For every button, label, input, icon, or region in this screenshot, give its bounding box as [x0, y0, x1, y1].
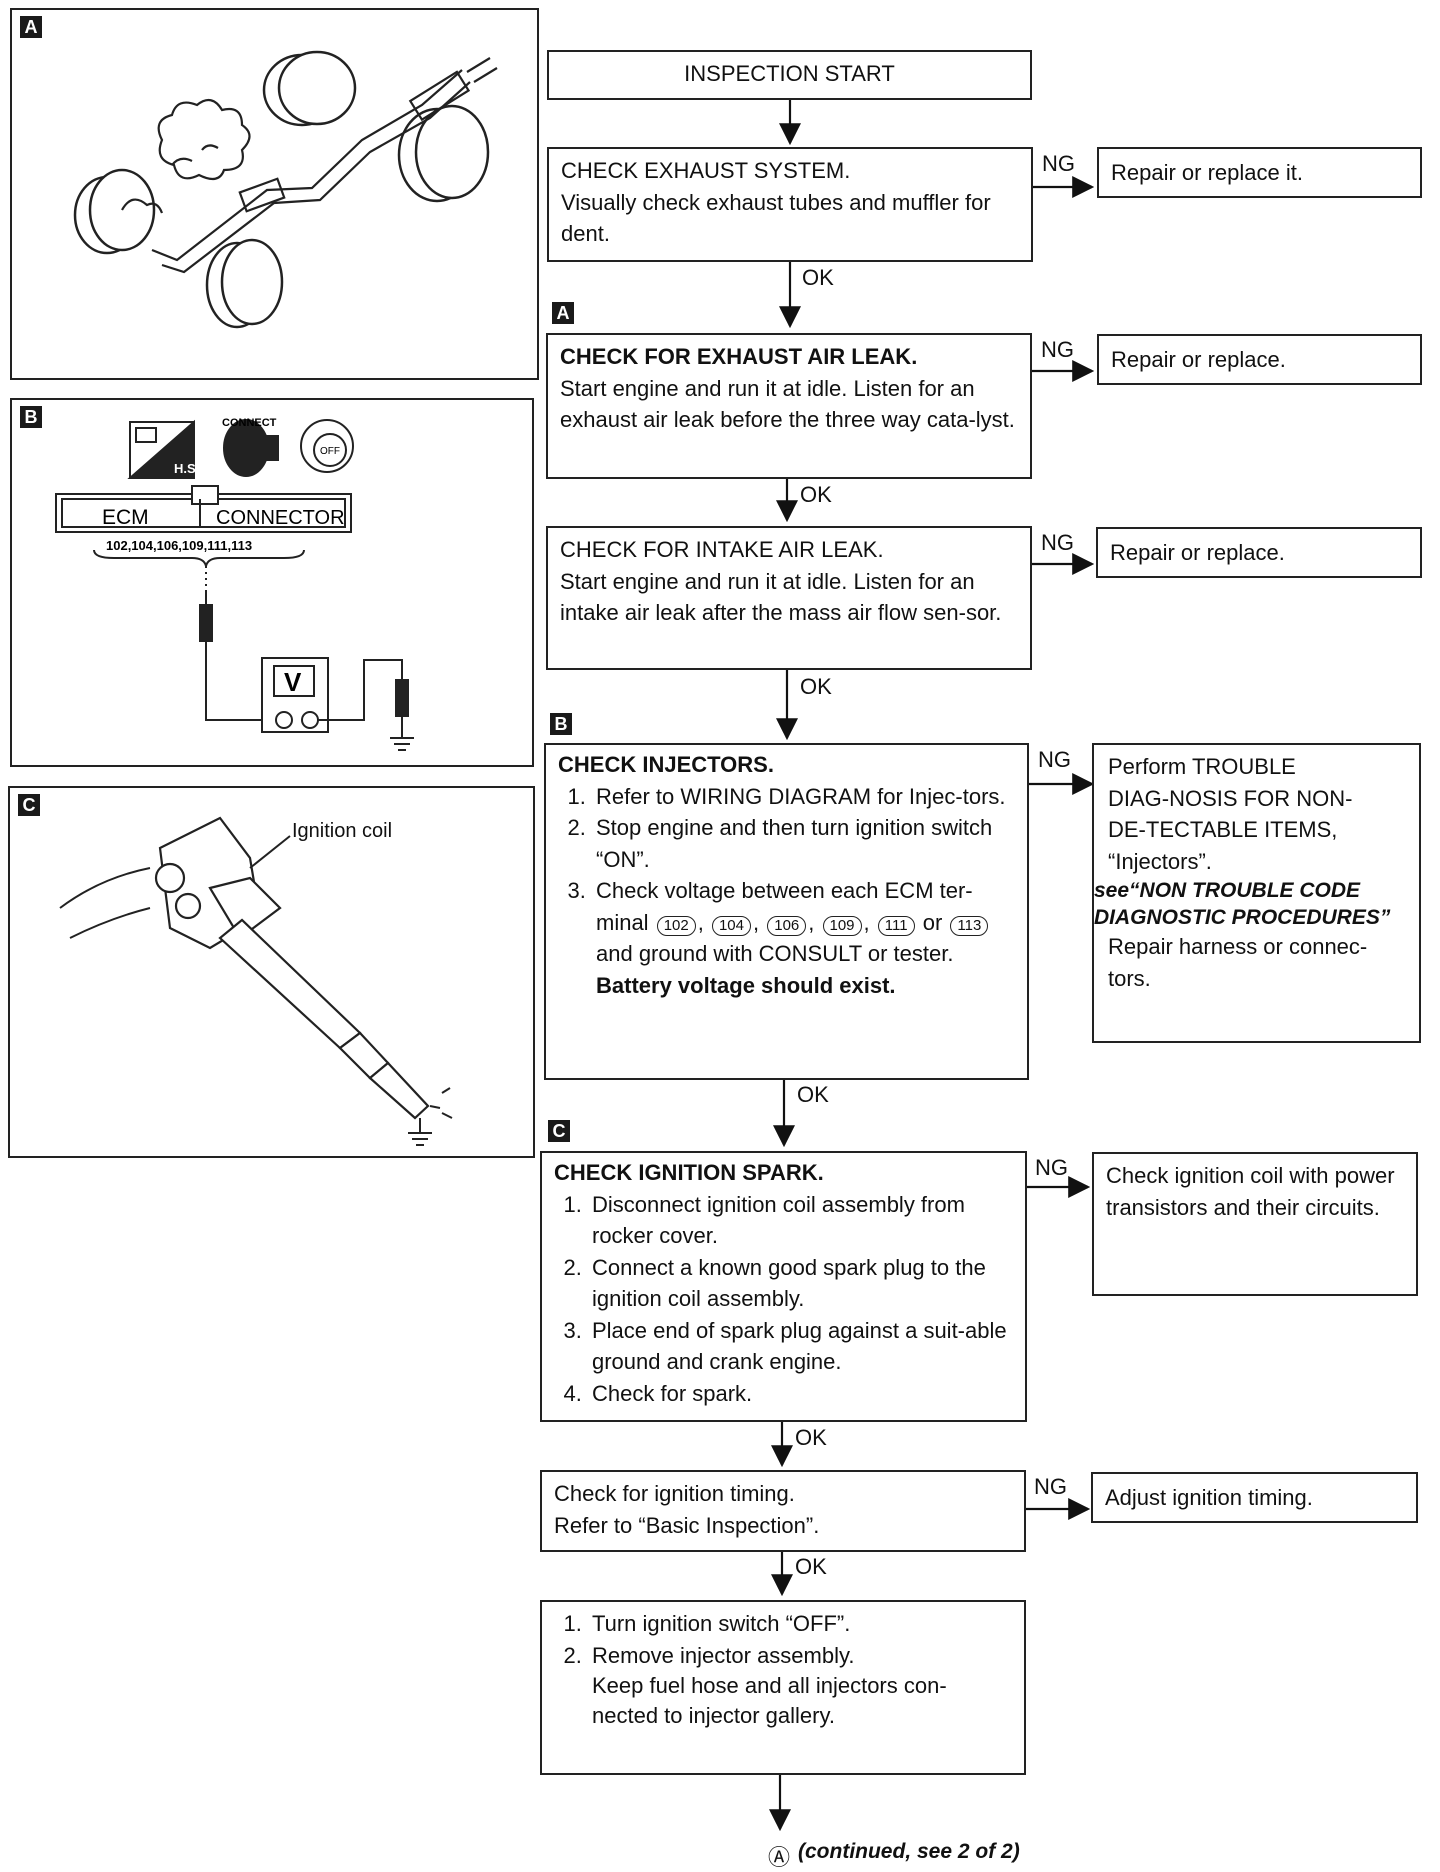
illustration-panel-b: B H.S. CONNECT OFF: [10, 398, 534, 767]
ignition-spark-ng-action: Check ignition coil with power transisto…: [1106, 1163, 1395, 1220]
panel-b-tag: B: [20, 406, 42, 428]
continued-note: (continued, see 2 of 2): [798, 1840, 1020, 1863]
injectors-step-3-tail: and ground with CONSULT or tester.: [596, 941, 954, 966]
exhaust-system-ok-label: OK: [802, 265, 834, 290]
terminal-badge: 113: [950, 915, 989, 936]
voltmeter-label: V: [284, 667, 302, 697]
ignition-timing-line2: Refer to “Basic Inspection”.: [554, 1512, 820, 1538]
ignition-timing-line1: Check for ignition timing.: [554, 1481, 795, 1506]
check-injectors-steps: Refer to WIRING DIAGRAM for Injec-tors. …: [558, 781, 1015, 970]
check-exhaust-air-leak-title: CHECK FOR EXHAUST AIR LEAK.: [560, 344, 918, 369]
exhaust-system-illustration: [73, 50, 498, 329]
intake-air-leak-ng-action: Repair or replace.: [1110, 540, 1285, 565]
terminal-badge: 106: [767, 915, 807, 936]
injectors-step: Check voltage between each ECM ter-minal…: [592, 875, 1015, 970]
exhaust-system-ng-action-box: Repair or replace it.: [1097, 147, 1422, 198]
step-c-tag: C: [548, 1120, 570, 1142]
inspection-start-label: INSPECTION START: [684, 61, 895, 86]
check-ignition-spark-title: CHECK IGNITION SPARK.: [554, 1160, 824, 1185]
final-step: Turn ignition switch “OFF”.: [588, 1608, 1012, 1640]
check-injectors-title: CHECK INJECTORS.: [558, 752, 774, 777]
check-ignition-spark-box: CHECK IGNITION SPARK. Disconnect ignitio…: [540, 1151, 1027, 1422]
ignition-spark-step: Connect a known good spark plug to the i…: [588, 1252, 1013, 1315]
final-steps-note: Keep fuel hose and all injectors con-nec…: [592, 1673, 947, 1728]
injectors-step-3-text: Check voltage between each ECM ter-minal: [596, 878, 973, 935]
check-exhaust-air-leak-body: Start engine and run it at idle. Listen …: [560, 375, 1015, 433]
connector-label: CONNECTOR: [216, 507, 345, 529]
terminal-badge: 102: [656, 915, 696, 936]
injectors-ng-action-box: Perform TROUBLE DIAG-NOSIS FOR NON-DE-TE…: [1092, 743, 1421, 1043]
injectors-ng-see-reference: see“NON TROUBLE CODE DIAGNOSTIC PROCEDUR…: [1094, 879, 1391, 929]
intake-air-leak-ng-label: NG: [1041, 530, 1074, 555]
injectors-ng-action-line1: Perform TROUBLE DIAG-NOSIS FOR NON-DE-TE…: [1108, 754, 1353, 874]
exhaust-system-ng-label: NG: [1042, 151, 1075, 176]
injectors-step: Refer to WIRING DIAGRAM for Injec-tors.: [592, 781, 1015, 813]
check-ignition-spark-steps: Disconnect ignition coil assembly from r…: [554, 1189, 1013, 1410]
final-steps-box: Turn ignition switch “OFF”. Remove injec…: [540, 1600, 1026, 1775]
ignition-spark-ng-action-box: Check ignition coil with power transisto…: [1092, 1152, 1418, 1296]
step-a-tag: A: [552, 302, 574, 324]
ignition-spark-step: Disconnect ignition coil assembly from r…: [588, 1189, 1013, 1252]
ignition-spark-step: Place end of spark plug against a suit-a…: [588, 1315, 1013, 1378]
check-intake-air-leak-box: CHECK FOR INTAKE AIR LEAK. Start engine …: [546, 526, 1032, 670]
injectors-ng-action-line2: Repair harness or connec-tors.: [1108, 934, 1368, 991]
check-exhaust-system-box: CHECK EXHAUST SYSTEM. Visually check exh…: [547, 147, 1033, 262]
exhaust-system-ng-action: Repair or replace it.: [1111, 160, 1303, 185]
check-injectors-box: CHECK INJECTORS. Refer to WIRING DIAGRAM…: [544, 743, 1029, 1080]
ignition-timing-ng-label: NG: [1034, 1474, 1067, 1499]
final-step: Remove injector assembly.: [588, 1640, 1012, 1672]
terminal-badge: 104: [711, 915, 751, 936]
ignition-spark-step: Check for spark.: [588, 1378, 1013, 1410]
illustration-panel-c: C Ignition coil: [8, 786, 535, 1158]
exhaust-air-leak-ng-action-box: Repair or replace.: [1097, 334, 1422, 385]
intake-air-leak-ok-label: OK: [800, 674, 832, 699]
ignition-timing-ng-action: Adjust ignition timing.: [1105, 1485, 1313, 1510]
panel-a-tag: A: [20, 16, 42, 38]
check-intake-air-leak-title: CHECK FOR INTAKE AIR LEAK.: [560, 537, 884, 562]
ignition-coil-label: Ignition coil: [292, 820, 393, 842]
terminal-badge: 109: [822, 915, 862, 936]
ignition-timing-ok-label: OK: [795, 1554, 827, 1579]
check-ignition-timing-box: Check for ignition timing. Refer to “Bas…: [540, 1470, 1026, 1552]
ignition-spark-ng-label: NG: [1035, 1155, 1068, 1180]
exhaust-air-leak-ng-label: NG: [1041, 337, 1074, 362]
exhaust-air-leak-ng-action: Repair or replace.: [1111, 347, 1286, 372]
or-word: or: [922, 909, 943, 935]
off-label: OFF: [320, 446, 340, 457]
ecm-label: ECM: [102, 506, 149, 529]
final-steps-list: Turn ignition switch “OFF”. Remove injec…: [554, 1608, 1012, 1671]
inspection-start-box: INSPECTION START: [547, 50, 1032, 100]
check-exhaust-system-body: Visually check exhaust tubes and muffler…: [561, 189, 991, 247]
continued-marker: Ⓐ: [768, 1845, 791, 1870]
ignition-timing-ng-action-box: Adjust ignition timing.: [1091, 1472, 1418, 1523]
step-b-tag: B: [550, 713, 572, 735]
injector-voltage-test-illustration: H.S. CONNECT OFF ECM CONNECTOR 102,104,1…: [55, 417, 414, 751]
injectors-ng-label: NG: [1038, 747, 1071, 772]
injectors-result: Battery voltage should exist.: [596, 972, 896, 998]
connect-label: CONNECT: [222, 417, 277, 429]
exhaust-air-leak-ok-label: OK: [800, 482, 832, 507]
ignition-spark-ok-label: OK: [795, 1425, 827, 1450]
injectors-step: Stop engine and then turn ignition switc…: [592, 812, 1015, 875]
illustration-panel-a: A: [10, 8, 539, 380]
intake-air-leak-ng-action-box: Repair or replace.: [1096, 527, 1422, 578]
hs-label: H.S.: [174, 461, 199, 476]
terminal-badge: 111: [877, 915, 915, 936]
panel-c-tag: C: [18, 794, 40, 816]
check-exhaust-system-title: CHECK EXHAUST SYSTEM.: [561, 158, 851, 183]
injectors-ok-label: OK: [797, 1082, 829, 1107]
ecm-terminals-label: 102,104,106,109,111,113: [106, 538, 252, 553]
check-exhaust-air-leak-box: CHECK FOR EXHAUST AIR LEAK. Start engine…: [546, 333, 1032, 479]
check-intake-air-leak-body: Start engine and run it at idle. Listen …: [560, 568, 1002, 626]
ignition-coil-illustration: [59, 816, 453, 1146]
